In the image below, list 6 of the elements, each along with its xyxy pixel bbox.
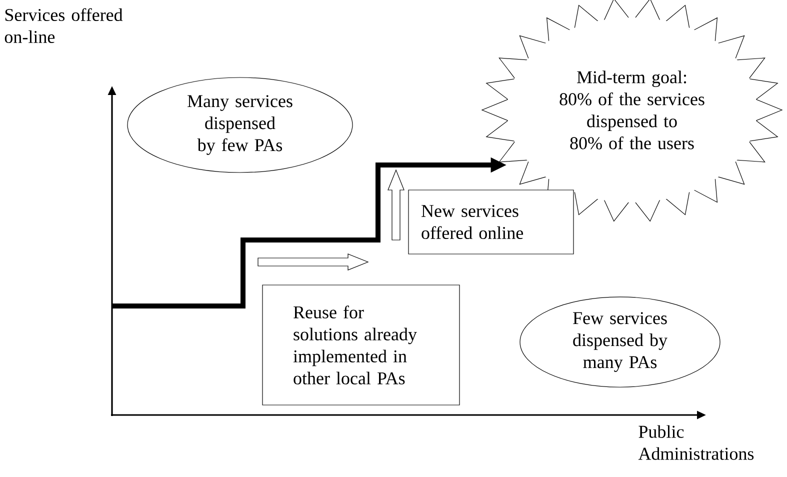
axis-label: Public Administrations [638,425,754,460]
ellipse-node: Many services dispensed by few PAs [127,77,353,173]
axis-label: Services offered on-line [4,8,123,44]
text-box: New services offered online [408,190,574,254]
ellipse-node: Few services dispensed by many PAs [520,296,720,388]
text-box: Reuse for solutions already implemented in other local PAs [262,284,460,406]
